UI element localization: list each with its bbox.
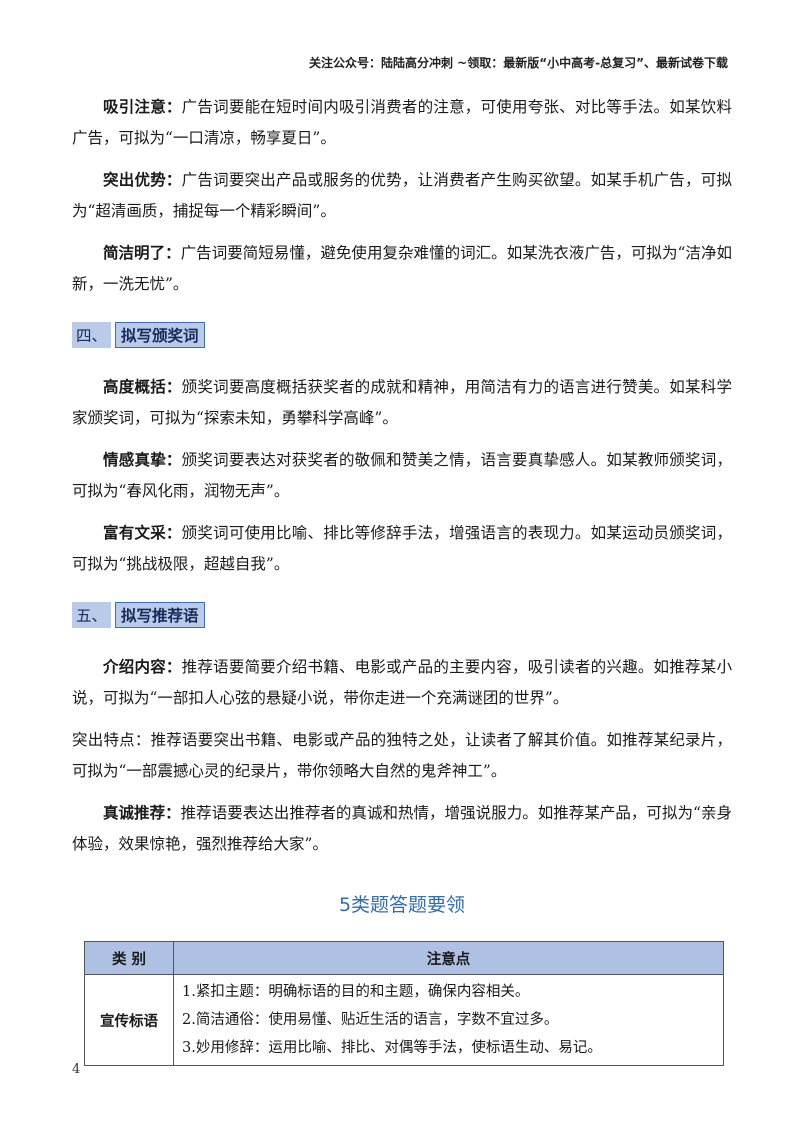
term-label: 吸引注意： (103, 98, 182, 116)
paragraph-highlight-advantage: 突出优势：广告词要突出产品或服务的优势，让消费者产生购买欲望。如某手机广告，可拟… (72, 165, 732, 227)
section-heading-recommendation: 五、 拟写推荐语 (72, 602, 732, 628)
paragraph-text: 广告词要能在短时间内吸引消费者的注意，可使用夸张、对比等手法。如某饮料广告，可拟… (72, 98, 732, 147)
term-label: 突出优势： (103, 171, 182, 189)
paragraph-highlight-features: 突出特点：推荐语要突出书籍、电影或产品的独特之处，让读者了解其价值。如推荐某纪录… (72, 725, 732, 787)
section-title: 拟写颁奖词 (115, 322, 205, 348)
page-content: 吸引注意：广告词要能在短时间内吸引消费者的注意，可使用夸张、对比等手法。如某饮料… (72, 92, 732, 1066)
section-number: 四、 (72, 322, 112, 348)
paragraph-concise-clear: 简洁明了：广告词要简短易懂，避免使用复杂难懂的词汇。如某洗衣液广告，可拟为“洁净… (72, 238, 732, 300)
table-header-row: 类 别 注意点 (84, 941, 724, 975)
term-label: 真诚推荐： (103, 804, 181, 822)
section-heading-award-speech: 四、 拟写颁奖词 (72, 322, 732, 348)
paragraph-text: 颁奖词要表达对获奖者的敬佩和赞美之情，语言要真挚感人。如某教师颁奖词，可拟为“春… (72, 451, 732, 500)
header-category: 类 别 (84, 941, 174, 975)
term-label: 高度概括： (103, 378, 182, 396)
section-number: 五、 (72, 602, 112, 628)
section-title: 拟写推荐语 (115, 602, 205, 628)
paragraph-text: 广告词要突出产品或服务的优势，让消费者产生购买欲望。如某手机广告，可拟为“超清画… (72, 171, 732, 220)
paragraph-text: 推荐语要简要介绍书籍、电影或产品的主要内容，吸引读者的兴趣。如推荐某小说，可拟为… (72, 658, 732, 707)
category-cell: 宣传标语 (84, 974, 174, 1066)
point-item: 2.简洁通俗：使用易懂、贴近生活的语言，字数不宜过多。 (182, 1012, 559, 1028)
term-label: 情感真挚： (103, 451, 182, 469)
table-row: 宣传标语 1.紧扣主题：明确标语的目的和主题，确保内容相关。 2.简洁通俗：使用… (84, 974, 724, 1066)
paragraph-high-summary: 高度概括：颁奖词要高度概括获奖者的成就和精神，用简洁有力的语言进行赞美。如某科学… (72, 372, 732, 434)
paragraph-text: 颁奖词可使用比喻、排比等修辞手法，增强语言的表现力。如某运动员颁奖词，可拟为“挑… (72, 524, 732, 573)
term-label: 介绍内容： (103, 658, 182, 676)
page-number: 4 (72, 1062, 81, 1077)
paragraph-sincere-recommendation: 真诚推荐：推荐语要表达出推荐者的真诚和热情，增强说服力。如推荐某产品，可拟为“亲… (72, 798, 732, 860)
paragraph-sincere-emotion: 情感真挚：颁奖词要表达对获奖者的敬佩和赞美之情，语言要真挚感人。如某教师颁奖词，… (72, 445, 732, 507)
point-item: 3.妙用修辞：运用比喻、排比、对偶等手法，使标语生动、易记。 (182, 1040, 602, 1056)
point-item: 1.紧扣主题：明确标语的目的和主题，确保内容相关。 (182, 984, 530, 1000)
paragraph-text: 推荐语要表达出推荐者的真诚和热情，增强说服力。如推荐某产品，可拟为“亲身体验，效… (72, 804, 732, 853)
page-header: 关注公众号：陆陆高分冲刺 ~领取：最新版“小中高考-总复习”、最新试卷下载 (309, 56, 728, 70)
points-cell: 1.紧扣主题：明确标语的目的和主题，确保内容相关。 2.简洁通俗：使用易懂、贴近… (173, 974, 724, 1066)
term-label: 简洁明了： (103, 244, 181, 262)
term-label: 富有文采： (103, 524, 182, 542)
paragraph-text: 突出特点：推荐语要突出书籍、电影或产品的独特之处，让读者了解其价值。如推荐某纪录… (72, 731, 732, 780)
answer-tips-title: 5类题答题要领 (338, 894, 466, 916)
paragraph-text: 颁奖词要高度概括获奖者的成就和精神，用简洁有力的语言进行赞美。如某科学家颁奖词，… (72, 378, 732, 427)
header-points: 注意点 (173, 941, 724, 975)
paragraph-attract-attention: 吸引注意：广告词要能在短时间内吸引消费者的注意，可使用夸张、对比等手法。如某饮料… (72, 92, 732, 154)
paragraph-literary-grace: 富有文采：颁奖词可使用比喻、排比等修辞手法，增强语言的表现力。如某运动员颁奖词，… (72, 518, 732, 580)
answer-tips-table: 类 别 注意点 宣传标语 1.紧扣主题：明确标语的目的和主题，确保内容相关。 2… (84, 941, 724, 1066)
paragraph-text: 广告词要简短易懂，避免使用复杂难懂的词汇。如某洗衣液广告，可拟为“洁净如新，一洗… (72, 244, 732, 293)
paragraph-introduce-content: 介绍内容：推荐语要简要介绍书籍、电影或产品的主要内容，吸引读者的兴趣。如推荐某小… (72, 652, 732, 714)
